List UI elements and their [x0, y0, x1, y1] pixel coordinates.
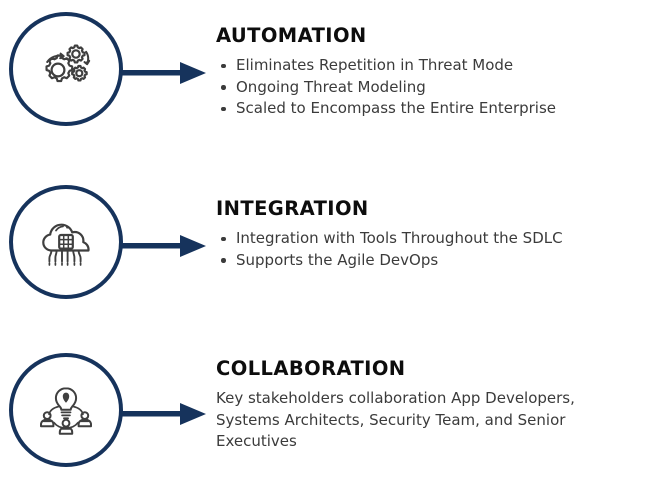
bullet-dot-icon	[221, 236, 226, 242]
bullet-text: Ongoing Threat Modeling	[236, 77, 426, 96]
bullet-dot-icon	[221, 106, 226, 112]
cloud-chip-icon	[42, 223, 90, 266]
bullet-list-integration: Integration with Tools Throughout the SD…	[216, 228, 648, 271]
heading-automation: AUTOMATION	[216, 24, 367, 47]
list-item: Scaled to Encompass the Entire Enterpris…	[216, 98, 648, 120]
heading-integration: INTEGRATION	[216, 197, 369, 220]
badge-automation	[9, 12, 206, 126]
icon-circle-automation	[9, 12, 123, 126]
content-automation: AUTOMATION Eliminates Repetition in Thre…	[216, 25, 648, 120]
list-item: Ongoing Threat Modeling	[216, 77, 648, 99]
gears-icon	[45, 44, 91, 83]
lightbulb-people-icon	[40, 387, 92, 435]
arrow-right-icon	[122, 403, 206, 425]
badge-integration	[9, 185, 206, 299]
content-collaboration: COLLABORATION Key stakeholders collabora…	[216, 358, 648, 453]
bullet-dot-icon	[221, 258, 226, 263]
badge-collaboration	[9, 353, 206, 467]
bullet-text: Integration with Tools Throughout the SD…	[236, 229, 563, 248]
content-integration: INTEGRATION Integration with Tools Throu…	[216, 198, 648, 271]
bullet-text: Eliminates Repetition in Threat Mode	[236, 56, 514, 75]
paragraph-collaboration: Key stakeholders collaboration App Devel…	[216, 389, 575, 451]
list-item: Supports the Agile DevOps	[216, 250, 648, 272]
arrow-right-icon	[122, 235, 206, 257]
bullet-list-automation: Eliminates Repetition in Threat Mode Ong…	[216, 55, 648, 120]
icon-circle-collaboration	[9, 353, 123, 467]
bullet-dot-icon	[221, 85, 226, 90]
list-item: Integration with Tools Throughout the SD…	[216, 228, 648, 250]
bullet-text: Scaled to Encompass the Entire Enterpris…	[236, 99, 557, 118]
icon-circle-integration	[9, 185, 123, 299]
bullet-text: Supports the Agile DevOps	[236, 250, 439, 269]
heading-collaboration: COLLABORATION	[216, 357, 406, 380]
list-item: Eliminates Repetition in Threat Mode	[216, 55, 648, 77]
bullet-dot-icon	[221, 63, 226, 69]
arrow-right-icon	[122, 62, 206, 84]
